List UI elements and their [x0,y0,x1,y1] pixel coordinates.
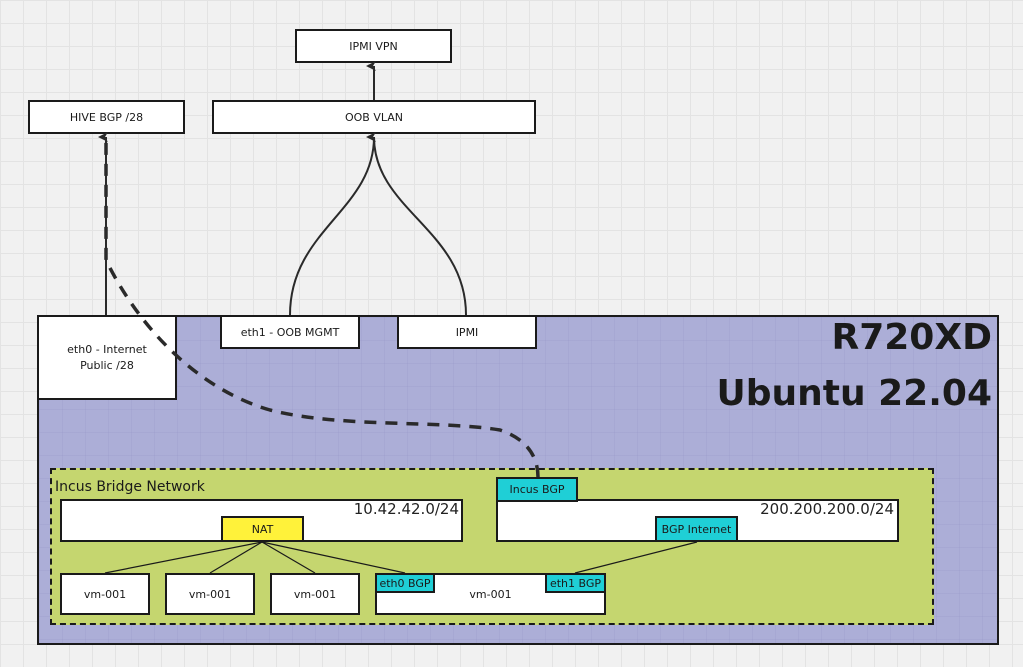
eth0-label: eth0 - Internet [67,342,147,356]
host-model-title: R720XD [831,317,992,358]
nat-subnet-cidr: 10.42.42.0/24 [353,500,459,518]
vm-label: vm-001 [293,587,337,601]
oob-vlan-node[interactable]: OOB VLAN [212,100,536,134]
bgp-subnet-cidr: 200.200.200.0/24 [760,500,894,518]
host-os-title: Ubuntu 22.04 [716,373,992,414]
vm-node[interactable]: vm-001 [60,573,150,615]
eth1-bgp-label: eth1 BGP [549,576,602,590]
vm-label: vm-001 [469,587,512,601]
bgp-internet-tag[interactable]: BGP Internet [655,516,738,542]
eth1-interface-node[interactable]: eth1 - OOB MGMT [220,315,360,349]
bgp-internet-label: BGP Internet [661,522,732,536]
vm-node[interactable]: vm-001 [270,573,360,615]
ipmi-to-oob-curve [366,131,467,316]
vm-label: vm-001 [83,587,127,601]
nat-label: NAT [251,522,274,536]
ipmi-interface-node[interactable]: IPMI [397,315,537,349]
eth0-interface-node[interactable]: eth0 - Internet Public /28 [37,315,177,400]
incus-bgp-tag[interactable]: Incus BGP [496,477,578,502]
hive-bgp-label: HIVE BGP /28 [69,110,144,124]
eth1-bgp-tag[interactable]: eth1 BGP [545,573,606,593]
ipmi-vpn-node[interactable]: IPMI VPN [295,29,452,63]
ipmi-vpn-label: IPMI VPN [349,39,398,53]
ipmi-label: IPMI [455,325,479,339]
bridge-label: Incus Bridge Network [55,479,205,495]
eth0-bgp-tag[interactable]: eth0 BGP [375,573,435,593]
oob-vlan-label: OOB VLAN [344,110,404,124]
eth1-to-oob-curve [289,136,375,316]
vm-node[interactable]: vm-001 [165,573,255,615]
eth0-bgp-label: eth0 BGP [379,576,431,590]
hive-bgp-node[interactable]: HIVE BGP /28 [28,100,185,134]
nat-gateway-tag[interactable]: NAT [221,516,304,542]
eth0-sublabel: Public /28 [80,358,134,372]
eth1-label: eth1 - OOB MGMT [240,325,340,339]
vm-label: vm-001 [188,587,232,601]
incus-bgp-label: Incus BGP [509,483,565,496]
